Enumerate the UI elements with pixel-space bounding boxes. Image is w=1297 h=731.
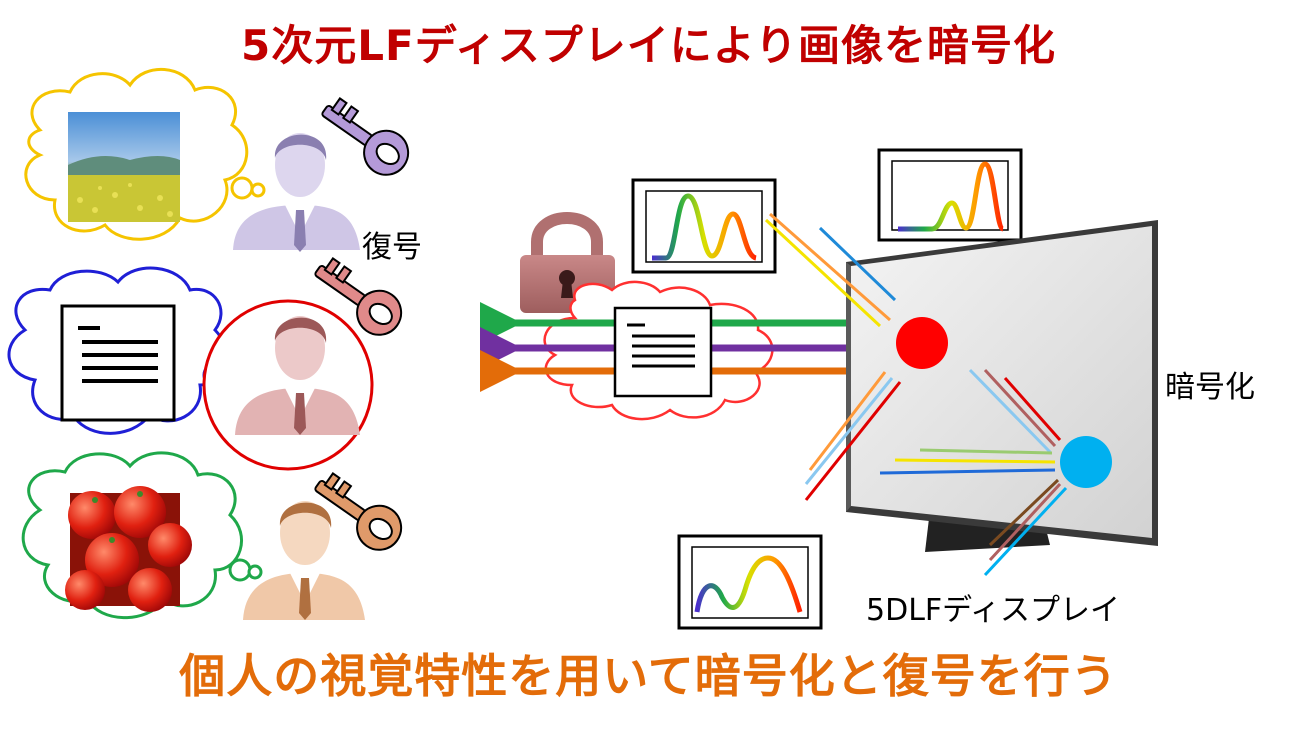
red-light-point <box>896 317 948 369</box>
person-icon-purple <box>233 133 360 252</box>
person-icon-orange <box>243 501 365 620</box>
monitor-icon <box>846 220 1158 552</box>
display-label: 5DLFディスプレイ <box>866 593 1121 628</box>
spectrum-graph-icon-1 <box>631 178 777 274</box>
rays-from-blue-point <box>879 368 1068 577</box>
spectrum-graph-icon-3 <box>677 534 823 630</box>
key-icon-red <box>314 257 403 336</box>
key-icon-purple <box>321 97 410 176</box>
landscape-photo <box>68 112 180 222</box>
document-icon <box>60 304 176 422</box>
thought-cloud-yellow <box>24 68 266 241</box>
thought-cloud-blue <box>7 266 240 435</box>
decrypt-label: 復号 <box>362 230 422 265</box>
thought-cloud-green <box>21 451 263 620</box>
key-icon-orange <box>314 472 403 551</box>
tomato-photo <box>65 486 192 612</box>
encrypted-document-icon <box>613 306 713 398</box>
encrypt-label: 暗号化 <box>1165 370 1255 405</box>
person-icon-red <box>235 316 360 435</box>
rays-from-red-point <box>764 212 902 501</box>
page-subtitle: 個人の視覚特性を用いて暗号化と復号を行う <box>179 649 1118 703</box>
spectrum-graph-icon-2 <box>877 148 1023 242</box>
blue-light-point <box>1060 436 1112 488</box>
page-title: 5次元LFディスプレイにより画像を暗号化 <box>241 21 1056 70</box>
